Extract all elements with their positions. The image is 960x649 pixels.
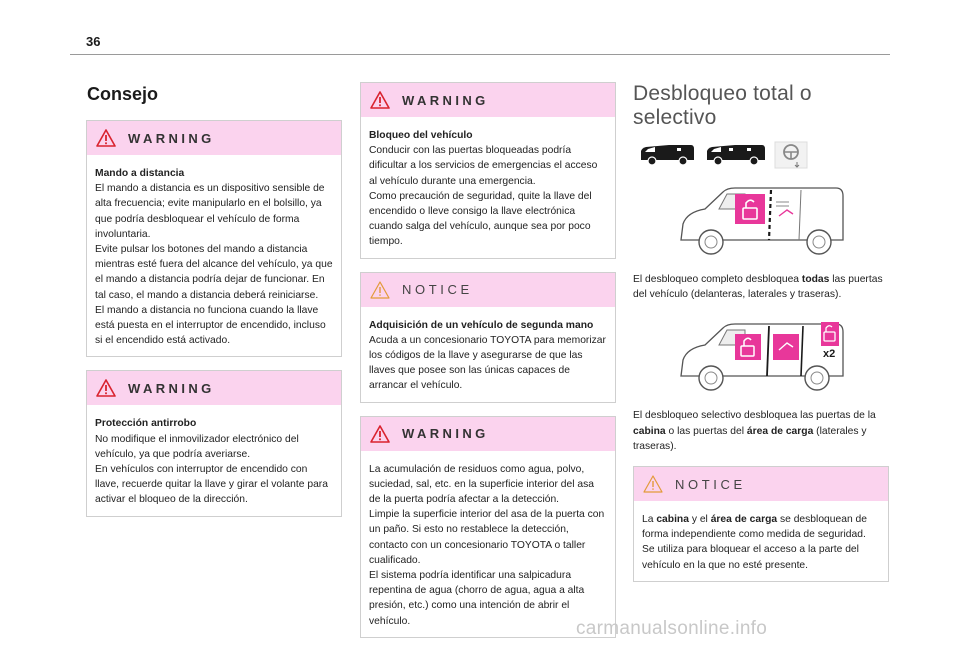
notice-subtitle: Adquisición de un vehículo de segunda ma… <box>369 319 594 331</box>
warning-subtitle: Mando a distancia <box>95 168 185 179</box>
notice-bold: área de carga <box>710 514 778 526</box>
watermark-text: carmanualsonline.info <box>576 618 768 639</box>
notice-box-cabin: NOTICE La cabina y el área de carga se d… <box>633 466 889 582</box>
warning-body: Mando a distancia El mando a distancia e… <box>87 155 341 356</box>
warning-header: WARNING <box>361 416 615 451</box>
x2-badge: x2 <box>823 348 836 361</box>
notice-header: NOTICE <box>361 272 615 307</box>
van-full-unlock-figure <box>680 187 844 255</box>
warning-label: WARNING <box>128 130 215 146</box>
warning-icon <box>370 424 390 443</box>
warning-header: WARNING <box>361 83 615 117</box>
notice-icon <box>370 281 390 299</box>
warning-icon <box>96 379 116 398</box>
para1-part: El desbloqueo completo desbloquea <box>633 274 802 285</box>
steering-wheel-icon <box>774 141 808 169</box>
notice-label: NOTICE <box>402 282 473 298</box>
section-title: Consejo <box>87 84 159 104</box>
para2-bold: área de carga <box>746 425 814 437</box>
vehicle-variant-icons <box>637 140 889 170</box>
para1-bold: todas <box>801 274 830 285</box>
warning-label: WARNING <box>128 380 215 396</box>
notice-body: La cabina y el área de carga se desbloqu… <box>634 501 888 581</box>
notice-part: se desbloquean de forma independiente co… <box>642 514 867 571</box>
warning-box-residue: WARNING La acumulación de residuos como … <box>360 415 616 638</box>
notice-part: La <box>642 514 657 526</box>
notice-icon <box>643 475 663 493</box>
notice-box-second-hand: NOTICE Adquisición de un vehículo de seg… <box>360 271 616 403</box>
top-rule <box>70 54 890 55</box>
para2-bold: cabina <box>633 425 666 437</box>
notice-label: NOTICE <box>675 476 746 492</box>
warning-body: Bloqueo del vehículo Conducir con las pu… <box>361 117 615 258</box>
warning-box-locking: WARNING Bloqueo del vehículo Conducir co… <box>360 82 616 259</box>
para2-part: El desbloqueo selectivo desbloquea las p… <box>633 410 876 422</box>
warning-body: Protección antirrobo No modifique el inm… <box>87 405 341 515</box>
warning-body: La acumulación de residuos como agua, po… <box>361 451 615 637</box>
warning-text: El mando a distancia es un dispositivo s… <box>95 183 333 347</box>
warning-icon <box>96 129 116 147</box>
right-column: Desbloqueo total o selectivo <box>633 82 889 594</box>
chapter-title: Desbloqueo total o selectivo <box>633 82 812 129</box>
warning-header: WARNING <box>87 371 341 406</box>
page-number: 36 <box>86 34 101 49</box>
warning-box-antitheft: WARNING Protección antirrobo No modifiqu… <box>86 370 342 517</box>
van-long-icon <box>707 145 765 166</box>
notice-text: La cabina y el área de carga se desbloqu… <box>642 512 880 573</box>
notice-part: y el <box>688 514 711 526</box>
warning-header: WARNING <box>87 121 341 155</box>
warning-text: Conducir con las puertas bloqueadas podr… <box>369 145 598 248</box>
notice-body: Adquisición de un vehículo de segunda ma… <box>361 307 615 402</box>
warning-text: No modifique el inmovilizador electrónic… <box>95 433 328 506</box>
van-short-icon <box>641 145 694 166</box>
para2-part: (laterales y traseras). <box>633 425 867 452</box>
warning-subtitle: Bloqueo del vehículo <box>369 130 473 141</box>
warning-icon <box>370 91 390 109</box>
left-column: Consejo WARNING Mando a distancia El man… <box>86 82 342 529</box>
notice-header: NOTICE <box>634 467 888 502</box>
selective-unlock-paragraph: El desbloqueo selectivo desbloquea las p… <box>633 408 889 454</box>
warning-label: WARNING <box>402 92 489 108</box>
warning-text: La acumulación de residuos como agua, po… <box>369 463 605 627</box>
warning-label: WARNING <box>402 426 489 442</box>
notice-bold: cabina <box>656 514 689 526</box>
selective-figure-wrap: x2 <box>671 312 851 402</box>
warning-box-remote: WARNING Mando a distancia El mando a dis… <box>86 120 342 358</box>
warning-subtitle: Protección antirrobo <box>95 418 197 430</box>
para2-part: o las puertas del <box>665 425 747 437</box>
full-unlock-paragraph: El desbloqueo completo desbloquea todas … <box>633 272 889 302</box>
middle-column: WARNING Bloqueo del vehículo Conducir co… <box>360 82 616 649</box>
van-selective-unlock-figure <box>680 322 844 392</box>
notice-text: Acuda a un concesionario TOYOTA para mem… <box>369 334 606 392</box>
para1-part: las puertas del vehículo (delanteras, la… <box>633 274 883 301</box>
